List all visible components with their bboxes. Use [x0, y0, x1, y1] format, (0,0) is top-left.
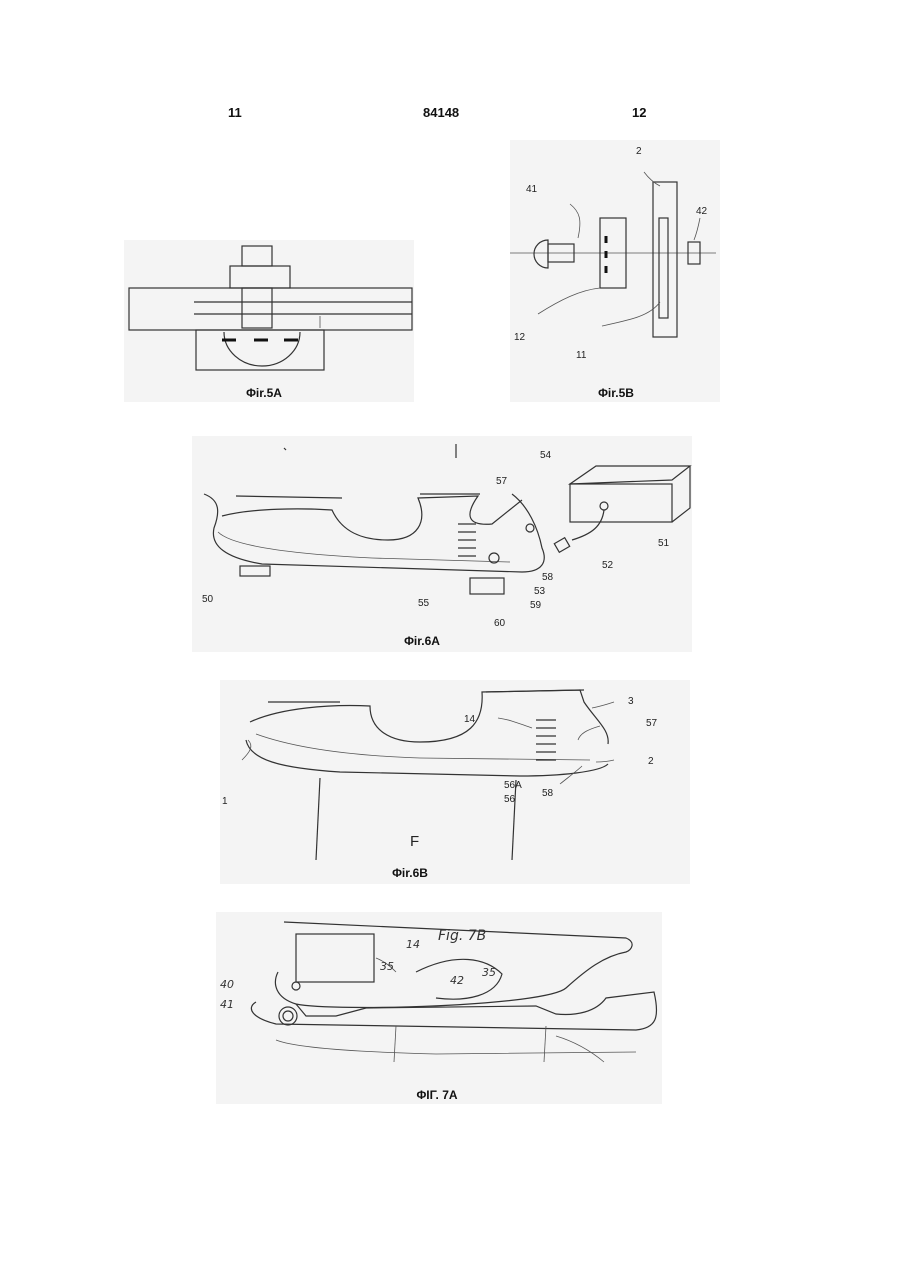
label-41: 41 [220, 998, 234, 1011]
page-number-left: 11 [228, 105, 242, 120]
label-56: 56 [504, 794, 516, 805]
figure-5a: Φir.5A [124, 240, 414, 402]
figure-6b-labels: 3 14 57 2 56A 56 58 1 F [220, 680, 690, 884]
label-55: 55 [418, 598, 430, 609]
figure-6a: 54 57 51 52 58 53 59 55 60 50 Φir.6A [192, 436, 692, 652]
label-51: 51 [658, 538, 670, 549]
document-number: 84148 [423, 105, 459, 120]
label-40: 40 [220, 978, 234, 991]
label-1: 1 [222, 796, 228, 807]
figure-6b: 3 14 57 2 56A 56 58 1 F Φir.6B [220, 680, 690, 884]
label-41: 41 [526, 184, 538, 195]
label-59: 59 [530, 600, 542, 611]
figure-6a-caption: Φir.6A [382, 634, 462, 648]
label-50: 50 [202, 594, 214, 605]
label-14: 14 [464, 714, 476, 725]
label-56a: 56A [504, 780, 522, 791]
page-number-right: 12 [632, 105, 646, 120]
figure-6b-caption: Φir.6B [370, 866, 450, 880]
label-3: 3 [628, 696, 634, 707]
label-53: 53 [534, 586, 546, 597]
label-2: 2 [648, 756, 654, 767]
figure-7a-labels: Fig. 7B 14 35 35 42 40 41 [216, 912, 662, 1104]
label-42: 42 [696, 206, 708, 217]
label-58: 58 [542, 572, 554, 583]
label-11: 11 [576, 350, 587, 361]
label-52: 52 [602, 560, 614, 571]
label-42: 42 [450, 974, 464, 987]
label-fig7b: Fig. 7B [438, 928, 486, 944]
label-35-right: 35 [482, 966, 496, 979]
label-12: 12 [514, 332, 526, 343]
label-58: 58 [542, 788, 554, 799]
label-54: 54 [540, 450, 552, 461]
label-2: 2 [636, 146, 642, 157]
label-35-left: 35 [380, 960, 394, 973]
label-14: 14 [406, 938, 420, 951]
label-60: 60 [494, 618, 506, 629]
figure-5b-labels: 41 2 42 12 11 [510, 140, 720, 402]
figure-5b: 41 2 42 12 11 Φir.5B [510, 140, 720, 402]
label-fragment: F [410, 833, 419, 850]
figure-6a-labels: 54 57 51 52 58 53 59 55 60 50 [192, 436, 692, 652]
label-57: 57 [496, 476, 508, 487]
label-57: 57 [646, 718, 658, 729]
figure-5a-drawing [124, 240, 414, 402]
figure-7a: Fig. 7B 14 35 35 42 40 41 ΦΙΓ. 7A [216, 912, 662, 1104]
figure-5a-caption: Φir.5A [224, 386, 304, 400]
figure-5b-caption: Φir.5B [576, 386, 656, 400]
figure-7a-caption: ΦΙΓ. 7A [392, 1088, 482, 1102]
